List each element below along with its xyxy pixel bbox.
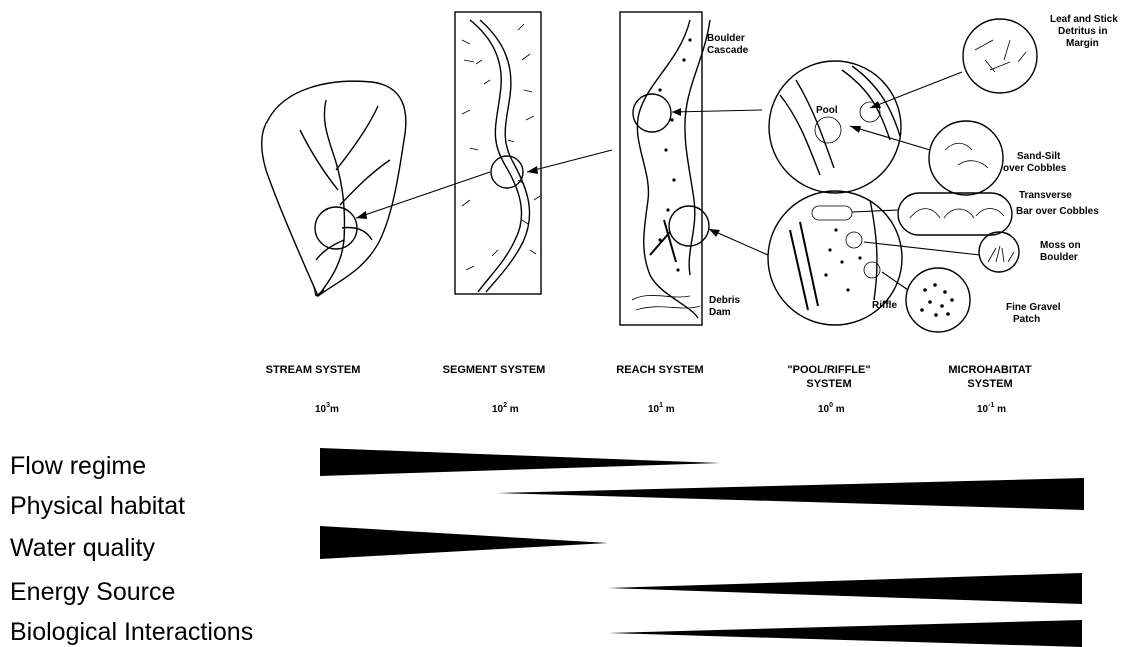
- factor-label-physical-habitat: Physical habitat: [10, 492, 185, 520]
- stream-system-watershed-sketch: [262, 81, 406, 296]
- debris-dam-label-line1: Debris: [709, 295, 741, 306]
- factor-label-water-quality: Water quality: [10, 534, 155, 562]
- leaf-label-line2: Detritus in: [1058, 26, 1107, 37]
- energy-source-wedge: [608, 573, 1082, 604]
- scale-labels: 103m 102 m 101 m 100 m 10-1 m: [315, 402, 1006, 415]
- reach-riffle-circle: [669, 206, 709, 246]
- reach-scale-label: 101 m: [648, 402, 675, 415]
- pool-riffle-scale-base: 10: [818, 404, 830, 415]
- leaf-detritus-microhabitat: Leaf and Stick Detritus in Margin: [963, 14, 1118, 93]
- transverse-bar-microhabitat: Transverse Bar over Cobbles: [898, 190, 1099, 235]
- gravel-label-line1: Fine Gravel: [1006, 302, 1061, 313]
- segment-system-sketch: [455, 12, 541, 294]
- factor-rows: Flow regime Physical habitat Water quali…: [10, 448, 1084, 647]
- pool-riffle-system-label-line2: SYSTEM: [806, 378, 851, 390]
- sand-label-line2: over Cobbles: [1003, 163, 1067, 174]
- debris-dam-label-line2: Dam: [709, 307, 731, 318]
- microhabitat-scale-base: 10: [977, 404, 989, 415]
- pool-riffle-scale-label: 100 m: [818, 402, 845, 415]
- boulder-cascade-label-line1: Boulder: [707, 33, 745, 44]
- stream-scale-unit: m: [330, 404, 339, 415]
- reach-system-label: REACH SYSTEM: [616, 364, 703, 376]
- microhabitat-system-label-line1: MICROHABITAT: [948, 364, 1032, 376]
- stream-system-label: STREAM SYSTEM: [266, 364, 361, 376]
- pool-circle: [769, 61, 901, 193]
- stream-scale-label: 103m: [315, 402, 339, 415]
- flow-regime-wedge: [320, 448, 720, 476]
- microhabitat-system-label-line2: SYSTEM: [967, 378, 1012, 390]
- stream-scale-base: 10: [315, 404, 327, 415]
- gravel-label-line2: Patch: [1013, 314, 1040, 325]
- leaf-label-line3: Margin: [1066, 38, 1099, 49]
- fine-gravel-microhabitat: Fine Gravel Patch: [906, 268, 1061, 332]
- bar-label-line2: Bar over Cobbles: [1016, 206, 1099, 217]
- factor-label-biological-interactions: Biological Interactions: [10, 618, 253, 646]
- pool-riffle-scale-unit: m: [833, 404, 845, 415]
- factor-label-energy-source: Energy Source: [10, 578, 175, 606]
- microhabitat-scale-label: 10-1 m: [977, 402, 1006, 415]
- pool-system-sketch: Pool: [769, 61, 901, 193]
- segment-scale-unit: m: [507, 404, 519, 415]
- leaf-label-line1: Leaf and Stick: [1050, 14, 1118, 25]
- moss-label-line1: Moss on: [1040, 240, 1081, 251]
- segment-scale-label: 102 m: [492, 402, 519, 415]
- pool-label: Pool: [816, 105, 838, 116]
- reach-scale-unit: m: [663, 404, 675, 415]
- sand-silt-microhabitat: Sand-Silt over Cobbles: [929, 121, 1067, 195]
- water-quality-wedge: [320, 526, 608, 559]
- reach-scale-base: 10: [648, 404, 660, 415]
- factor-label-flow-regime: Flow regime: [10, 452, 146, 480]
- pool-riffle-system-label-line1: "POOL/RIFFLE": [787, 364, 870, 376]
- system-labels: STREAM SYSTEM SEGMENT SYSTEM REACH SYSTE…: [266, 364, 1032, 390]
- bar-label-line1: Transverse: [1019, 190, 1072, 201]
- biological-interactions-wedge: [608, 620, 1082, 647]
- boulder-cascade-label-line2: Cascade: [707, 45, 749, 56]
- segment-system-label: SEGMENT SYSTEM: [443, 364, 546, 376]
- sand-label-line1: Sand-Silt: [1017, 151, 1061, 162]
- physical-habitat-wedge: [497, 478, 1084, 510]
- reach-system-sketch: Boulder Cascade Debris Dam: [620, 12, 749, 325]
- microhabitat-scale-unit: m: [994, 404, 1006, 415]
- riffle-label: Riffle: [872, 300, 897, 311]
- moss-label-line2: Boulder: [1040, 252, 1078, 263]
- moss-boulder-microhabitat: Moss on Boulder: [979, 232, 1081, 272]
- segment-scale-base: 10: [492, 404, 504, 415]
